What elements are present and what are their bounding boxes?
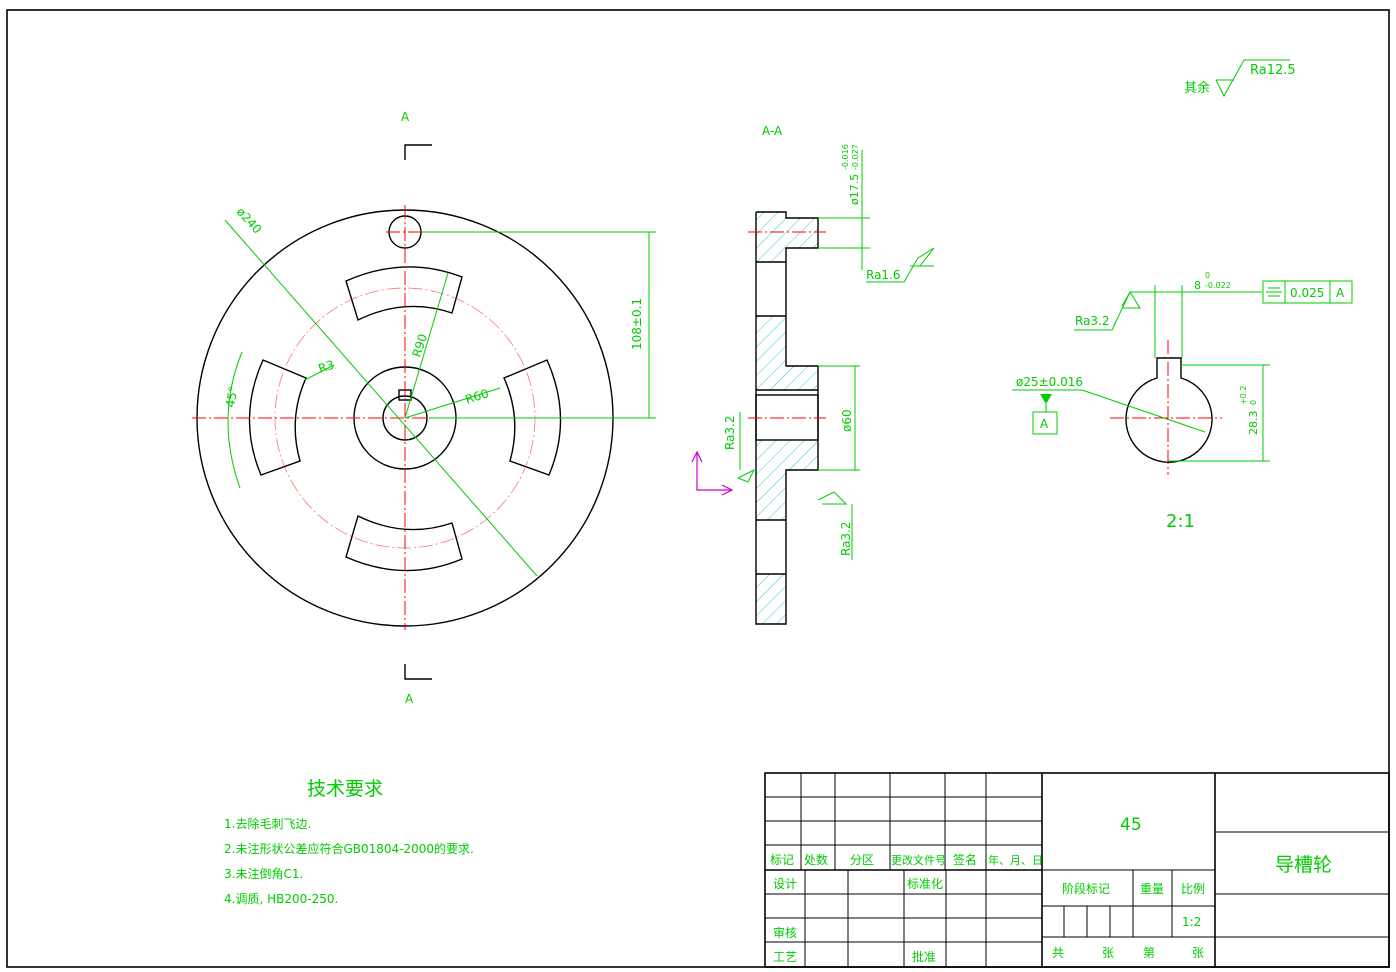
dim-8-label: 8: [1194, 279, 1201, 292]
tech-title: 技术要求: [307, 778, 383, 800]
tech-item-2: 2.未注形状公差应符合GB01804-2000的要求.: [224, 841, 474, 856]
tb-header-sign: 签名: [953, 852, 977, 867]
tb-weight: 重量: [1140, 882, 1164, 896]
tb-process: 工艺: [773, 950, 797, 964]
title-block: 标记 处数 分区 更改文件号 签名 年、月、日 设计 标准化 审核 工艺 批准 …: [764, 772, 1390, 968]
section-outline: [755, 211, 819, 625]
detail-scale: 2:1: [1166, 511, 1195, 532]
other-roughness-label: 其余: [1184, 80, 1210, 96]
tb-design: 设计: [773, 877, 797, 891]
detail-profile: [1125, 357, 1213, 463]
other-roughness-value: Ra12.5: [1250, 63, 1296, 78]
sheet-border: [6, 9, 1390, 968]
dim-240-label: ø240: [234, 205, 265, 237]
dim-25-label: ø25±0.016: [1016, 375, 1083, 389]
dim-60-label: ø60: [840, 409, 854, 432]
tb-header-doc: 更改文件号: [891, 853, 946, 867]
tolerance-frame: [1262, 280, 1353, 304]
dim-r90-label: R90: [410, 332, 431, 359]
dim-17-5-tol-lower: -0.027: [851, 144, 860, 170]
tb-header-mark: 标记: [770, 853, 794, 867]
bore-circle: [382, 395, 428, 441]
section-label-top: A: [401, 110, 410, 124]
ra32-detail-label: Ra3.2: [1075, 314, 1110, 328]
dim-arc-45: [227, 351, 243, 489]
tb-header-count: 处数: [804, 852, 828, 867]
ra32-left-label: Ra3.2: [723, 415, 737, 450]
tech-item-4: 4.调质, HB200-250.: [224, 892, 338, 906]
section-marker-top: [404, 144, 432, 160]
tech-item-1: 1.去除毛刺飞边.: [224, 816, 311, 831]
ucs-icon: [691, 450, 734, 496]
dim-17-5-label: ø17.5: [848, 174, 861, 205]
dim-line-r3: [304, 364, 335, 381]
dim-r3-label: R3: [317, 358, 337, 376]
ra32-right-label: Ra3.2: [839, 521, 853, 556]
tb-standardize: 标准化: [907, 877, 943, 891]
tb-total: 共: [1052, 946, 1064, 960]
tb-ratio: 比例: [1181, 882, 1205, 896]
section-view: A-A ø17.5 -0.016 -0.027: [691, 124, 935, 625]
other-roughness: 其余 Ra12.5: [1184, 59, 1296, 98]
tb-sheets: 张: [1102, 946, 1114, 960]
tolerance-value: 0.025: [1290, 286, 1324, 300]
dim-line-240: [224, 219, 538, 577]
tb-approve: 批准: [912, 949, 936, 964]
slot-bottom: [345, 515, 463, 572]
tb-header-date: 年、月、日: [988, 853, 1043, 867]
dim-45-label: 45°: [223, 385, 240, 408]
slot-right: [503, 359, 562, 476]
slot-left: [248, 359, 307, 476]
section-title: A-A: [762, 124, 783, 138]
tb-header-zone: 分区: [850, 853, 874, 867]
tech-item-3: 3.未注倒角C1.: [224, 866, 303, 881]
tb-review: 审核: [773, 925, 797, 940]
dim-r60-label: R60: [464, 386, 491, 407]
section-marker-bottom: [404, 664, 432, 680]
slot-top: [345, 266, 463, 321]
front-view: A A ø240 R90 R60 R3 45° 108±0.1: [192, 110, 656, 706]
tb-sheet-unit: 张: [1192, 946, 1204, 960]
tb-stage-mark: 阶段标记: [1062, 881, 1110, 896]
dim-28-3-tol-upper: +0.2: [1239, 386, 1248, 405]
datum-label: A: [1040, 417, 1049, 431]
dim-line-r60: [404, 387, 501, 419]
tb-sheet-no: 第: [1143, 946, 1155, 960]
dim-line-r90: [404, 272, 449, 419]
dim-108-label: 108±0.1: [630, 298, 644, 350]
tb-part-name: 导槽轮: [1275, 854, 1332, 876]
ra16-label: Ra1.6: [866, 268, 901, 282]
tb-ratio-value: 1:2: [1182, 915, 1201, 929]
tolerance-datum: A: [1336, 286, 1345, 300]
detail-view: 8 0 -0.022 0.025 A Ra3.2 28.3 +0.2 0 ø25…: [1012, 271, 1353, 532]
dim-17-5-tol-upper: -0.016: [841, 144, 850, 170]
tech-requirements: 技术要求 1.去除毛刺飞边. 2.未注形状公差应符合GB01804-2000的要…: [224, 778, 474, 906]
dim-8-tol-upper: 0: [1205, 271, 1210, 280]
dim-28-3-label: 28.3: [1247, 411, 1260, 436]
dim-8-tol-lower: -0.022: [1205, 281, 1231, 290]
section-label-bottom: A: [405, 692, 414, 706]
dim-28-3-tol-lower: 0: [1249, 400, 1258, 405]
tb-material: 45: [1120, 815, 1142, 835]
datum-box: [1032, 411, 1058, 435]
